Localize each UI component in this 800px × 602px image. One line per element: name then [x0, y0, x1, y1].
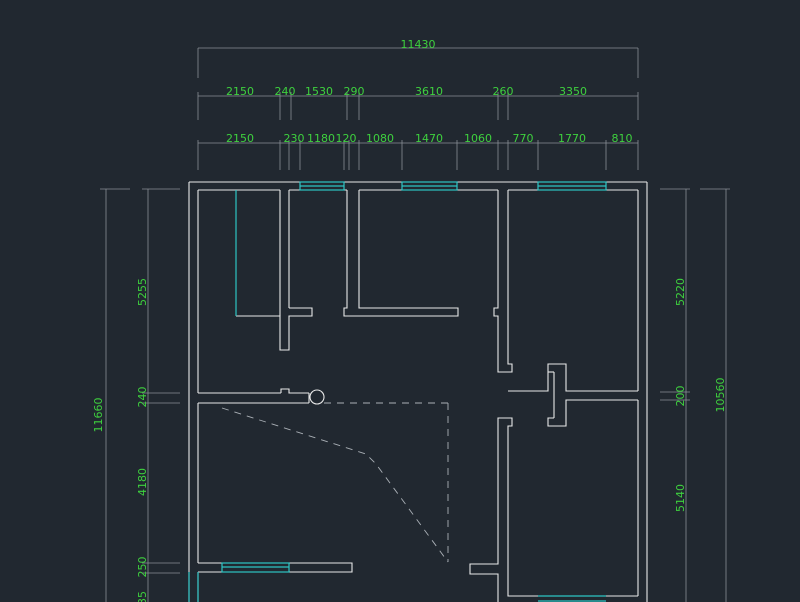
right-dimension-lines — [660, 188, 730, 602]
dim-top-r3-1: 2150 — [226, 132, 254, 145]
dim-right-2: 200 — [674, 386, 687, 407]
dim-top-r3-8: 770 — [513, 132, 534, 145]
windows — [188, 181, 607, 602]
dim-top-r3-7: 1060 — [464, 132, 492, 145]
dim-top-r3-10: 810 — [612, 132, 633, 145]
dim-left-4: 250 — [136, 557, 149, 578]
dim-left-5: 35 — [136, 591, 149, 602]
dim-top-r2-3: 1530 — [305, 85, 333, 98]
dim-top-r2-5: 3610 — [415, 85, 443, 98]
top-dimension-lines — [197, 47, 639, 170]
left-dimension-lines — [100, 188, 180, 602]
dim-top-r3-2: 230 — [284, 132, 305, 145]
dim-right-1: 5220 — [674, 278, 687, 306]
dim-left-3: 4180 — [136, 468, 149, 496]
dim-top-r2-2: 240 — [275, 85, 296, 98]
dim-top-r2-1: 2150 — [226, 85, 254, 98]
dim-top-r3-3: 1180 — [307, 132, 335, 145]
dim-top-total: 11430 — [401, 38, 436, 51]
dim-left-1: 5255 — [136, 278, 149, 306]
dim-top-r2-6: 260 — [493, 85, 514, 98]
dim-top-r3-9: 1770 — [558, 132, 586, 145]
dim-top-r2-4: 290 — [344, 85, 365, 98]
dim-top-r2-7: 3350 — [559, 85, 587, 98]
dim-left-total: 11660 — [92, 398, 105, 433]
dim-top-r3-4: 120 — [336, 132, 357, 145]
dim-right-3: 5140 — [674, 484, 687, 512]
dim-right-total: 10560 — [714, 378, 727, 413]
dashed-outline — [221, 402, 449, 563]
walls — [188, 181, 648, 602]
dimension-labels: 11430 2150 240 1530 290 3610 260 3350 21… — [92, 38, 727, 602]
dim-top-r3-5: 1080 — [366, 132, 394, 145]
dim-top-r3-6: 1470 — [415, 132, 443, 145]
dim-left-2: 240 — [136, 387, 149, 408]
